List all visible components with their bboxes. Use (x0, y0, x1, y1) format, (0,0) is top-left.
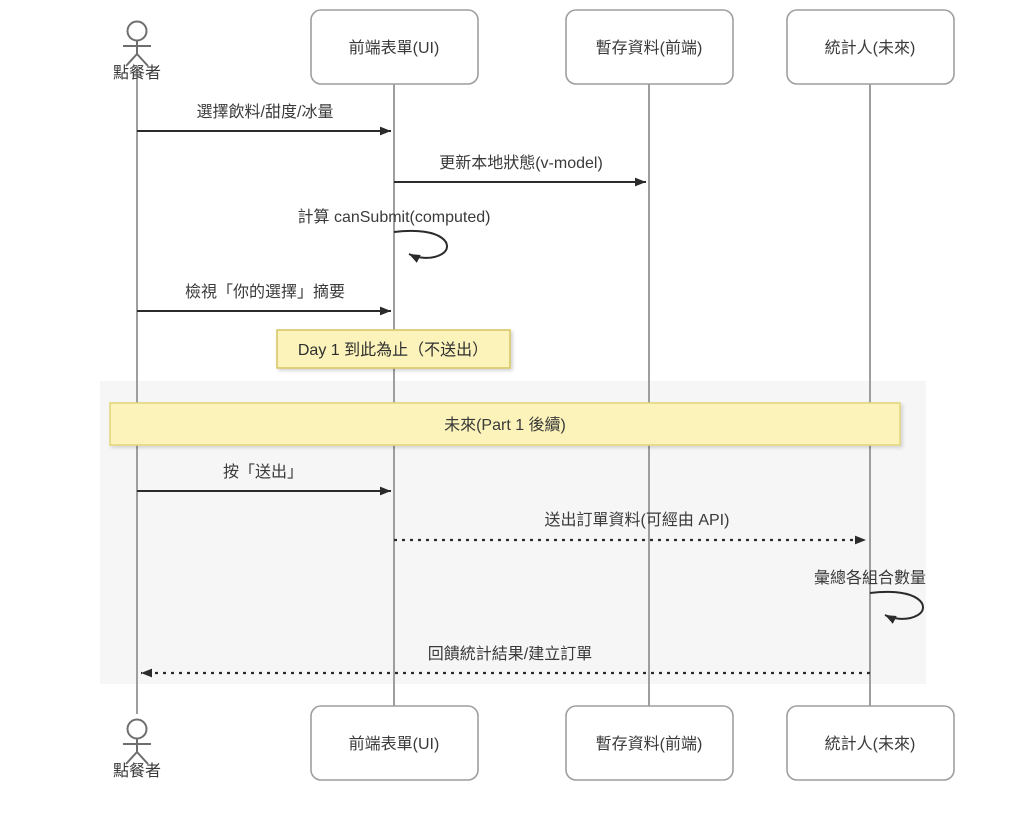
participant-label-customer-top: 點餐者 (113, 64, 161, 82)
participant-label-stats-top: 統計人(未來) (825, 39, 916, 57)
future-banner-box[interactable] (109, 402, 901, 446)
future-banner[interactable] (109, 402, 901, 446)
actor-icon (123, 20, 151, 67)
participant-label-ui-top: 前端表單(UI) (349, 39, 440, 57)
message-8[interactable]: 回饋統計結果/建立訂單 (141, 645, 870, 678)
message-7-label: 彙總各組合數量 (814, 569, 926, 587)
note-day1-box[interactable] (276, 329, 511, 369)
participant-label-stats-bottom: 統計人(未來) (825, 735, 916, 753)
participant-box-ui-bottom[interactable] (310, 705, 479, 781)
actor-icon-bottom (123, 718, 151, 765)
message-3-self-loop (393, 229, 448, 263)
message-5[interactable]: 按「送出」 (137, 463, 391, 496)
participant-box-store-top[interactable] (565, 9, 734, 85)
participant-label-ui-bottom: 前端表單(UI) (349, 735, 440, 753)
participant-header-store[interactable]: 暫存資料(前端) (565, 9, 734, 85)
message-2[interactable]: 更新本地狀態(v-model) (394, 154, 646, 187)
note-day1[interactable] (276, 329, 511, 369)
participant-box-ui-top[interactable] (310, 9, 479, 85)
participant-box-stats-top[interactable] (786, 9, 955, 85)
message-7[interactable]: 彙總各組合數量 (814, 569, 926, 624)
participant-box-store-bottom[interactable] (565, 705, 734, 781)
participant-header-stats[interactable]: 統計人(未來) (786, 9, 955, 85)
message-4-label: 檢視「你的選擇」摘要 (185, 283, 345, 301)
participant-label-store-bottom: 暫存資料(前端) (596, 735, 703, 753)
message-5-label: 按「送出」 (223, 463, 303, 481)
message-6-label: 送出訂單資料(可經由 API) (545, 511, 730, 529)
participant-footer-stats[interactable]: 統計人(未來) (786, 705, 955, 781)
message-8-label: 回饋統計結果/建立訂單 (428, 645, 592, 663)
message-1-label: 選擇飲料/甜度/冰量 (197, 103, 334, 121)
participant-label-customer-bottom: 點餐者 (113, 762, 161, 780)
future-banner-label: 未來(Part 1 後續) (444, 416, 566, 434)
participant-footer-ui[interactable]: 前端表單(UI) (310, 705, 479, 781)
message-2-label: 更新本地狀態(v-model) (439, 154, 603, 172)
message-3[interactable]: 計算 canSubmit(computed) (298, 207, 491, 263)
message-4[interactable]: 檢視「你的選擇」摘要 (137, 283, 391, 316)
message-1[interactable]: 選擇飲料/甜度/冰量 (137, 103, 391, 136)
participant-header-customer[interactable]: 點餐者 (113, 20, 161, 83)
participant-box-stats-bottom[interactable] (786, 705, 955, 781)
participant-footer-customer[interactable]: 點餐者 (113, 718, 161, 781)
message-7-self-loop (869, 590, 924, 624)
participant-label-store-top: 暫存資料(前端) (596, 39, 703, 57)
participant-footer-store[interactable]: 暫存資料(前端) (565, 705, 734, 781)
message-6[interactable]: 送出訂單資料(可經由 API) (394, 511, 866, 545)
note-day1-label: Day 1 到此為止（不送出） (298, 341, 488, 359)
participant-header-ui[interactable]: 前端表單(UI) (310, 9, 479, 85)
message-3-label: 計算 canSubmit(computed) (298, 207, 491, 226)
